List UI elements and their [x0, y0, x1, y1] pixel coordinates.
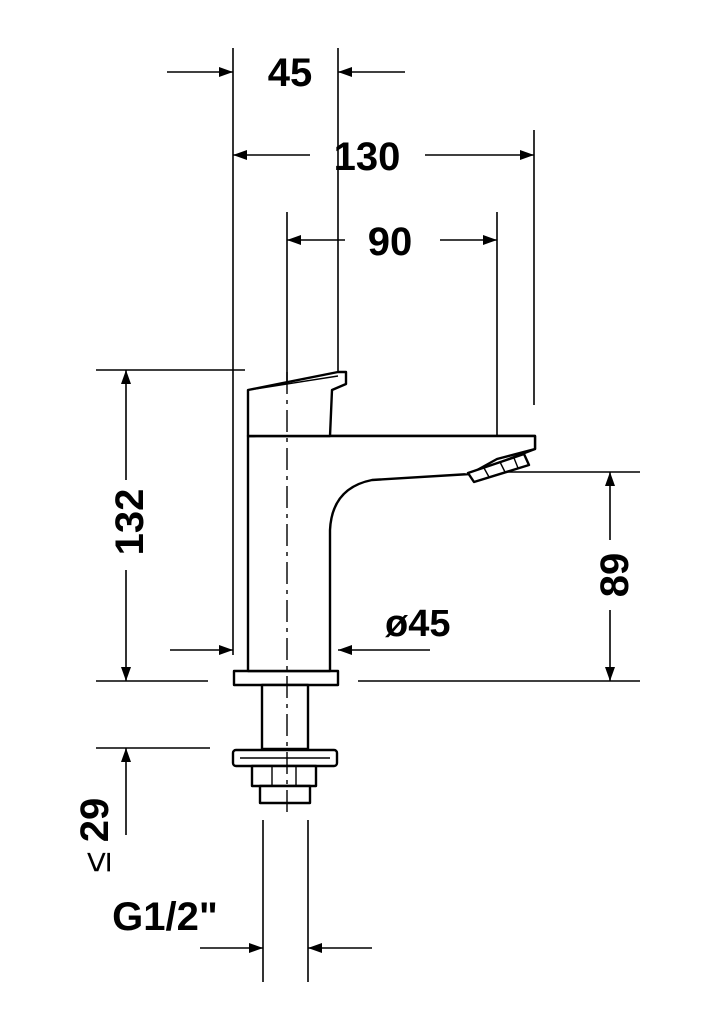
faucet-nut — [250, 764, 318, 788]
dim-label-45: 45 — [268, 51, 313, 95]
aerator-detail-line — [499, 461, 506, 473]
dim-label-g12: G1/2" — [112, 895, 218, 939]
dim-label-132: 132 — [108, 489, 152, 556]
faucet-outline — [231, 370, 537, 805]
faucet-spout — [248, 434, 537, 476]
dim-label-diameter-45: ø45 — [385, 603, 450, 645]
faucet-aerator — [466, 452, 531, 484]
dim-label-le-symbol: ≤ — [77, 852, 119, 873]
faucet-lever — [246, 370, 348, 438]
aerator-detail-line — [513, 457, 519, 469]
dim-label-130: 130 — [334, 135, 401, 179]
faucet-shank — [260, 683, 310, 751]
faucet-base-ring — [232, 669, 340, 687]
aerator-detail-line — [483, 467, 490, 478]
faucet-nut-lower — [258, 784, 312, 805]
dim-label-90: 90 — [368, 220, 413, 264]
dim-label-89: 89 — [593, 553, 637, 598]
dim-label-29: 29 — [73, 798, 117, 843]
lever-detail-line — [254, 375, 339, 390]
